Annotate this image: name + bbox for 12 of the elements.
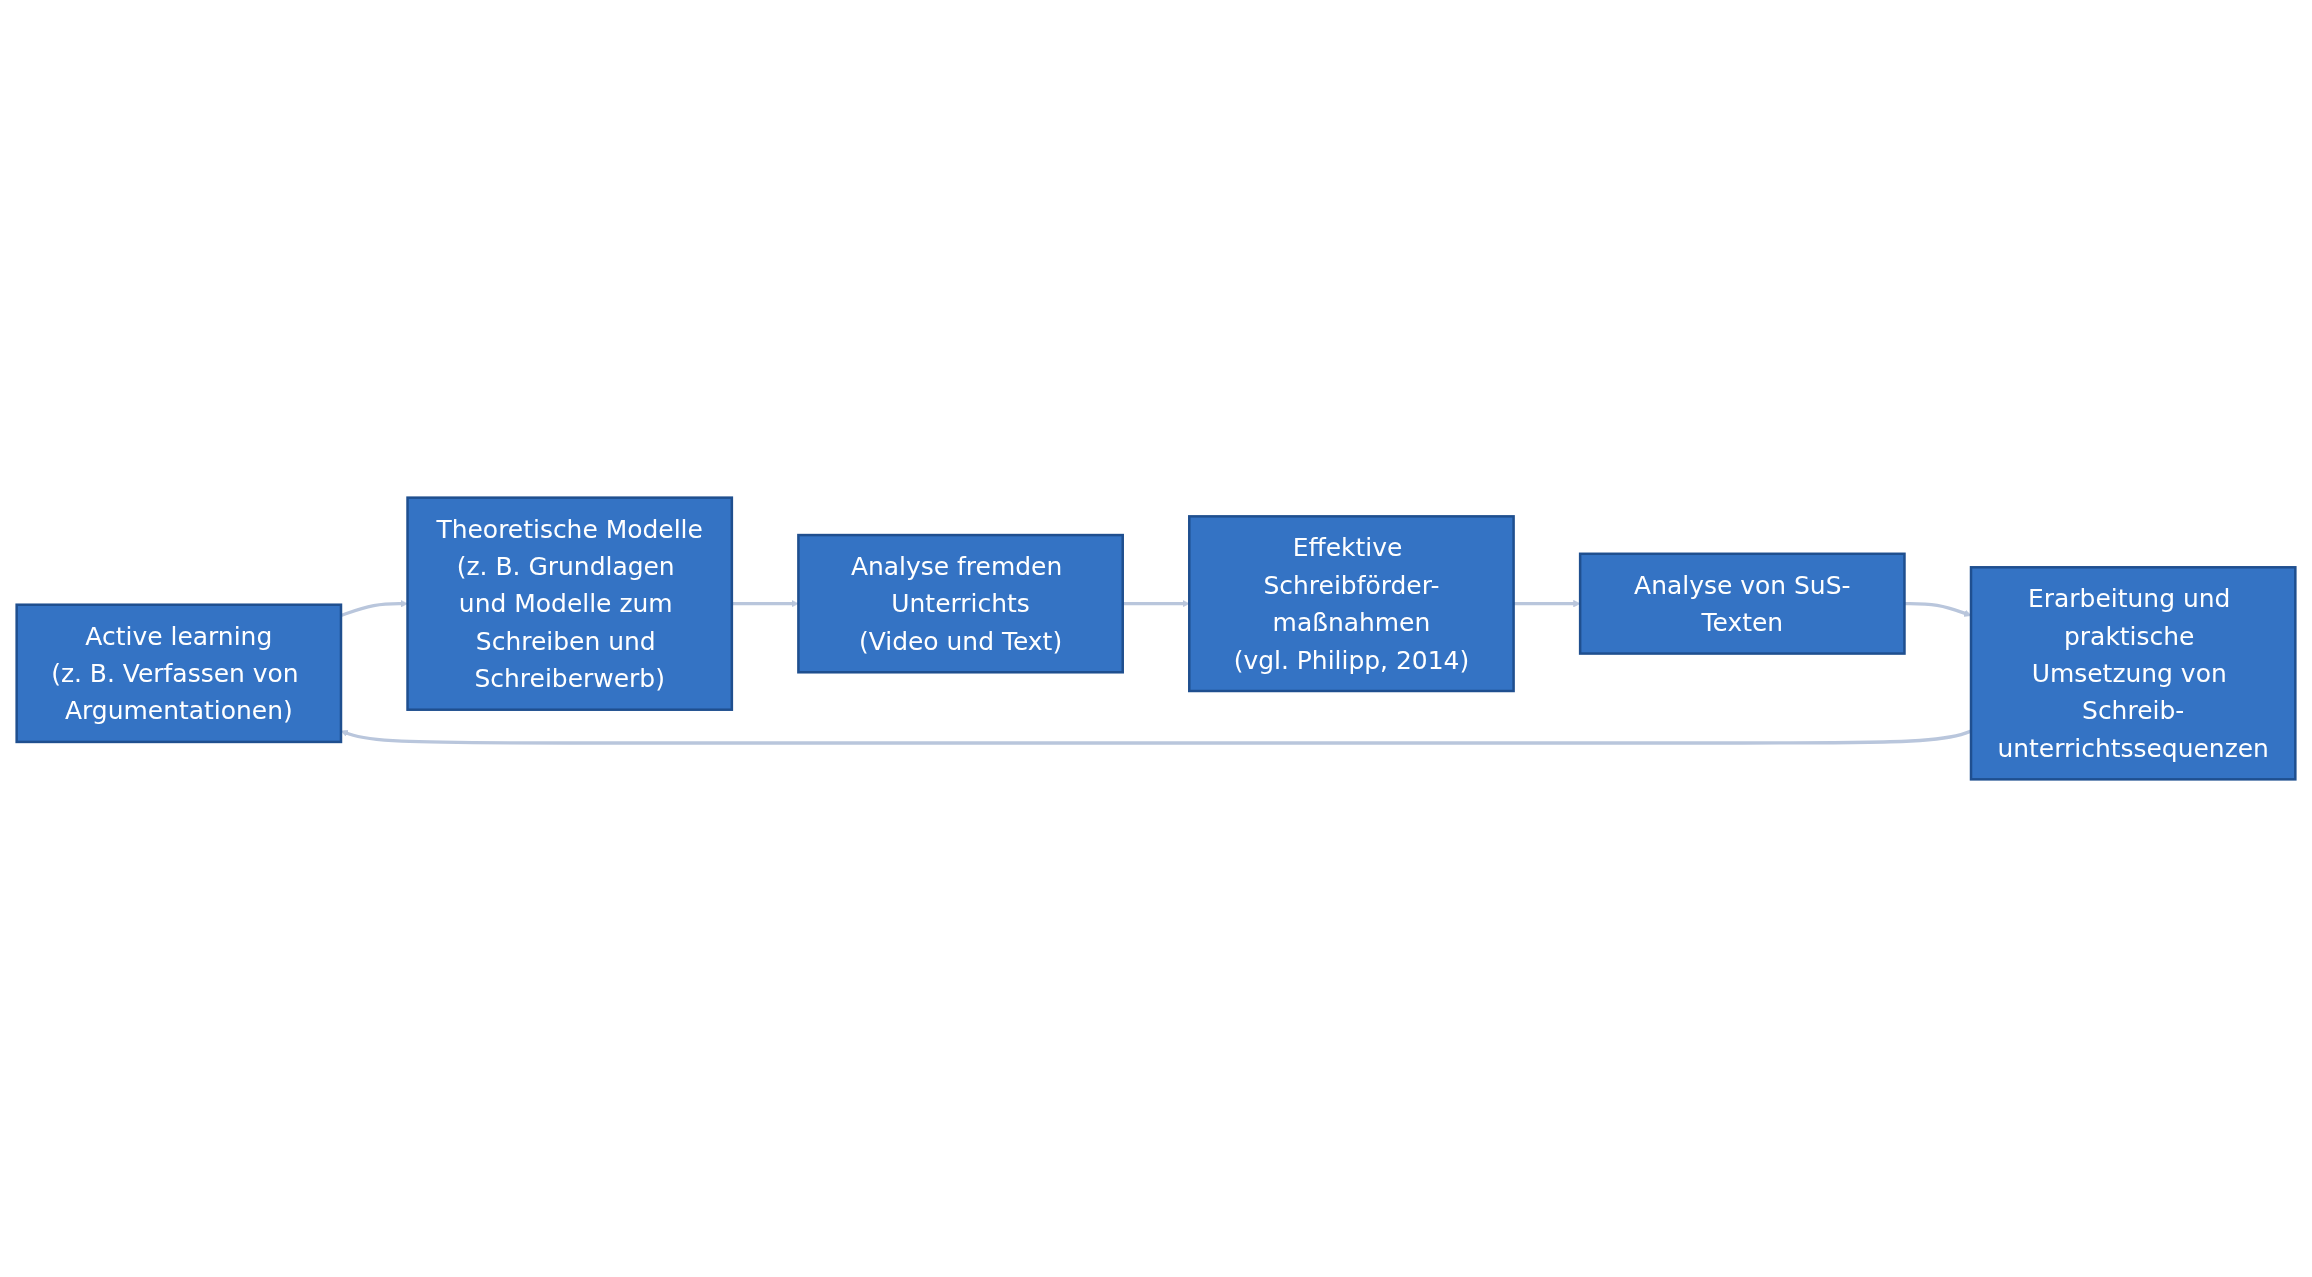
node-box: Analyse von SuS-Texten (1578, 552, 1906, 655)
node-box: Analyse fremden Unterrichts (Video und Text) (797, 533, 1124, 674)
arrow (1122, 600, 1190, 608)
node-box: Active learning (z. B. Verfassen von Argumentationen) (15, 603, 343, 744)
arrow (340, 729, 1972, 745)
arrow (731, 600, 799, 608)
node-box: Theoretische Modelle (z. B. Grundlagen und Modelle zum Schreiben und Schreiberwerb) (406, 496, 734, 711)
arrow (340, 600, 408, 618)
node-box: Erarbeitung und praktische Umsetzung von Schreib-unterrichtssequenzen (1969, 566, 2297, 781)
node-box: Effektive Schreibförder-maßnahmen (vgl. Philipp, 2014) (1188, 515, 1515, 693)
arrow (1513, 600, 1581, 608)
arrow (1904, 602, 1972, 617)
